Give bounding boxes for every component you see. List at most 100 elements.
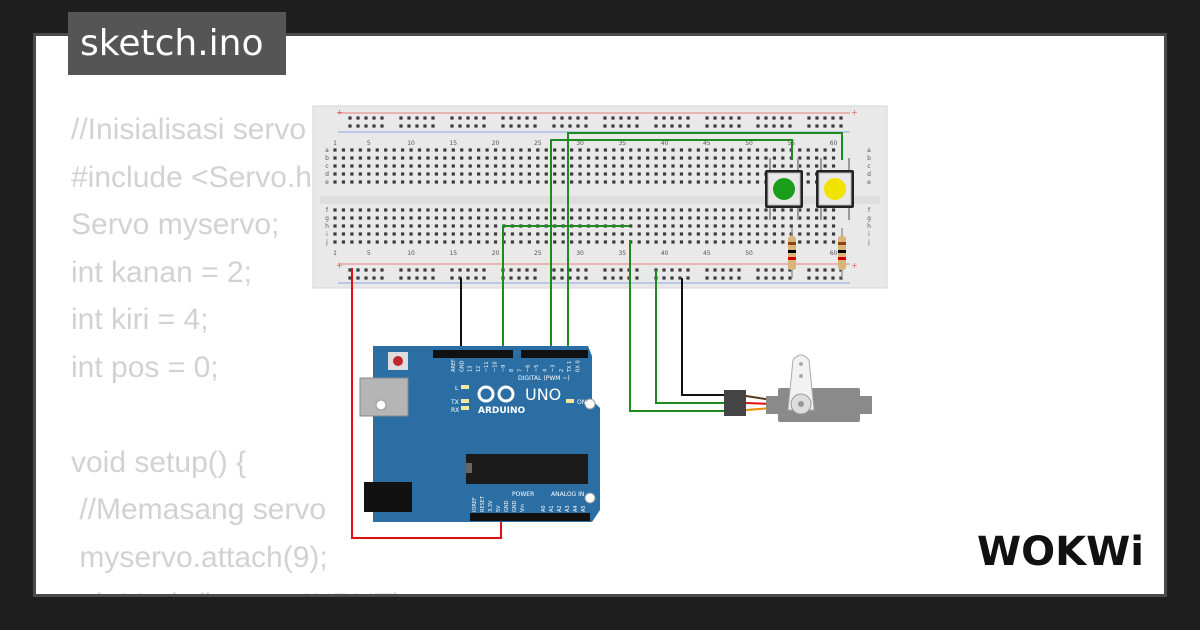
pin-label: IOREF	[472, 497, 478, 512]
pin-label: AREF	[451, 359, 457, 372]
usb-port	[359, 377, 409, 417]
on-label: ON	[577, 399, 586, 406]
label: g	[867, 215, 871, 222]
label: 50	[745, 250, 753, 257]
label: h	[325, 223, 329, 230]
label: 1	[333, 140, 337, 147]
label: 10	[407, 250, 415, 257]
pin-label: RX 0	[576, 360, 582, 372]
label: b	[867, 155, 871, 162]
pin-label: 7	[517, 369, 523, 372]
pin-label: 12	[476, 366, 482, 372]
label: c	[325, 163, 328, 170]
label: f	[326, 207, 329, 214]
rail-plus-label: +	[851, 261, 858, 270]
green-pushbutton[interactable]	[765, 158, 803, 220]
pin-label: Vin	[520, 504, 526, 512]
label: 5	[367, 250, 371, 257]
led-rx-label: RX	[451, 407, 459, 414]
label: d	[867, 171, 871, 178]
code-line: int kanan = 2;	[71, 255, 252, 289]
pin-label: ~11	[484, 361, 490, 372]
code-editor[interactable]: //Inisialisasi servo #include <Servo.h> Se…	[71, 106, 411, 594]
label: e	[325, 179, 329, 186]
label: 35	[618, 140, 626, 147]
pin-label: 3.3V	[488, 500, 494, 512]
label: 25	[534, 140, 542, 147]
pin-label: GND	[512, 500, 518, 512]
label: a	[325, 147, 329, 154]
wire-green-pin9	[502, 225, 630, 350]
label: 5	[367, 140, 371, 147]
pin-label: ~10	[493, 361, 499, 372]
resistor-1[interactable]	[788, 228, 796, 278]
servo-motor[interactable]	[724, 354, 872, 422]
label: h	[867, 223, 871, 230]
label: 30	[576, 140, 584, 147]
analog-label: ANALOG IN	[551, 491, 584, 498]
label: e	[867, 179, 871, 186]
power-label: POWER	[512, 491, 534, 498]
label: a	[867, 147, 871, 154]
label: 20	[492, 140, 500, 147]
pin-label: RESET	[480, 495, 486, 512]
label: g	[325, 215, 329, 222]
rail-plus-label: +	[336, 261, 343, 270]
label: 30	[576, 250, 584, 257]
label: c	[867, 163, 870, 170]
label: d	[325, 171, 329, 178]
label: 25	[534, 250, 542, 257]
arduino-model-label: UNO	[525, 385, 561, 404]
arduino-brand-label: ARDUINO	[478, 406, 526, 416]
rail-plus-label: +	[851, 108, 858, 117]
label: 10	[407, 140, 415, 147]
label: 40	[661, 250, 669, 257]
wire-5v	[351, 268, 502, 539]
pin-label: 5V	[496, 505, 502, 512]
label: 15	[449, 140, 457, 147]
label: j	[867, 239, 870, 246]
label: 15	[449, 250, 457, 257]
wire-servo-signal	[629, 240, 728, 412]
pin-label: A1	[549, 505, 555, 512]
code-line: Servo myservo;	[71, 208, 280, 241]
label: j	[325, 239, 328, 246]
label: b	[325, 155, 329, 162]
label: 1	[333, 250, 337, 257]
label: 20	[492, 250, 500, 257]
pin-label: ~5	[534, 365, 540, 372]
pin-label: A2	[557, 505, 563, 512]
wires[interactable]	[351, 132, 843, 539]
label: i	[326, 231, 328, 238]
pin-label: ~3	[551, 365, 557, 372]
code-line: #include <Servo.h>	[71, 160, 330, 194]
pin-label: 13	[468, 366, 474, 372]
code-line: //Inisialisasi servo	[71, 113, 307, 146]
wire-green-button-b	[550, 139, 793, 350]
yellow-pushbutton[interactable]	[816, 158, 854, 220]
resistor-2[interactable]	[838, 228, 846, 278]
code-line: void setup() {	[71, 445, 247, 479]
brand-text: WOKWi	[977, 529, 1144, 575]
code-line: int kiri = 4;	[71, 303, 209, 336]
breadboard-labels: 1155101015152020252530303535404045455050…	[325, 140, 871, 257]
pin-label: A5	[581, 505, 587, 512]
label: 35	[618, 250, 626, 257]
rail-plus-label: +	[336, 108, 343, 117]
pin-label: A3	[565, 505, 571, 512]
arduino-uno-board[interactable]: ARDUINO UNO DIGITAL (PWM ~) POWER ANALOG…	[359, 346, 600, 522]
arduino-logo-icon	[477, 385, 515, 403]
led-l-label: L	[455, 385, 459, 392]
led-tx-label: TX	[450, 399, 459, 406]
wire-servo-vcc	[655, 270, 728, 404]
file-tab[interactable]: sketch.ino	[68, 12, 286, 75]
label: 60	[830, 250, 838, 257]
code-line: int pos = 0;	[71, 350, 219, 384]
power-jack	[364, 482, 412, 512]
pin-label: 8	[509, 369, 515, 372]
label: 50	[745, 140, 753, 147]
pin-label: A0	[541, 505, 547, 512]
